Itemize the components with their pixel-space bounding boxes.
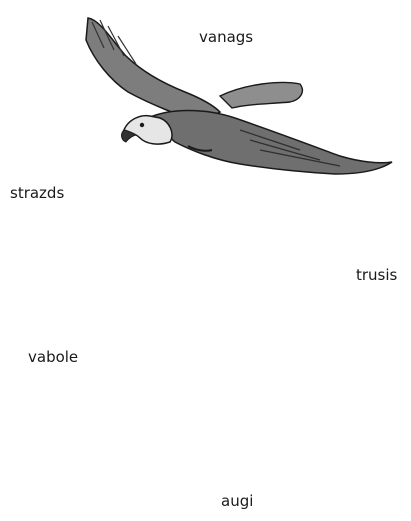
label-hawk: vanags (199, 28, 253, 46)
label-plants: augi (221, 492, 253, 510)
label-hare: trusis (356, 266, 397, 284)
label-thrush: strazds (10, 184, 64, 202)
label-beetle: vabole (28, 348, 78, 366)
